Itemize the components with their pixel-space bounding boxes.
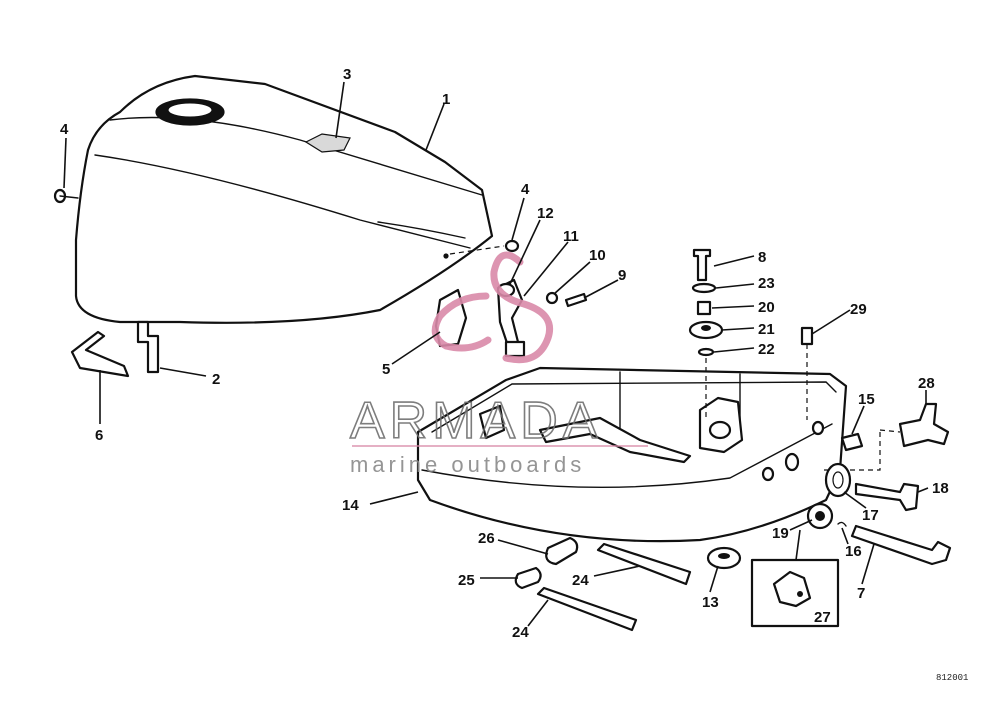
bracket-part-2 [136,320,160,374]
seal-part-17 [824,462,852,498]
lower-pan-part-14 [416,366,848,543]
callout-22: 22 [758,341,775,358]
callout-10: 10 [589,247,606,264]
callout-23: 23 [758,275,775,292]
tube-parts [514,536,692,632]
washer-part-10 [545,291,559,305]
callout-21: 21 [758,321,775,338]
rod-part-24-b [536,586,638,632]
latch-assembly [434,239,588,358]
callout-20: 20 [758,299,775,316]
watermark-logo-mark [431,251,553,364]
callout-4-left: 4 [60,121,69,138]
callout-12: 12 [537,205,554,222]
callout-19: 19 [772,525,789,542]
bushing-part-15 [840,432,864,452]
tube-part-25 [514,566,542,590]
pin-part-4-left [53,188,79,204]
callout-24-a: 24 [572,572,589,589]
callout-6: 6 [95,427,103,444]
diagram-code: 812001 [936,673,968,683]
leader-lines [63,81,929,627]
callout-7: 7 [857,585,865,602]
mount-stack [688,248,724,420]
callout-11: 11 [563,228,579,245]
latch-tab [504,340,526,358]
washer-part-23 [691,282,717,294]
callout-13: 13 [702,594,719,611]
screw-part-29 [800,326,814,420]
watermark-tagline: marine outboards [350,452,585,477]
clip-part-16 [837,521,847,527]
callout-14: 14 [342,497,359,514]
callout-1: 1 [442,91,450,108]
grommet-part-19 [806,502,834,530]
callout-16: 16 [845,543,862,560]
callout-27: 27 [814,609,831,626]
callout-25: 25 [458,572,475,589]
callout-29: 29 [850,301,867,318]
screw-part-9 [564,292,588,308]
spacer-part-20 [696,300,712,316]
callout-24-b: 24 [512,624,529,641]
shift-lever-part-7 [850,524,952,566]
armada-watermark: ARMADA marine outboards [349,251,648,477]
nut-part-22 [697,347,715,357]
callout-18: 18 [932,480,949,497]
callout-4-right: 4 [521,181,530,198]
pin-part-4-right [504,239,520,253]
tube-part-26 [545,536,579,566]
handle-part-6 [70,330,130,378]
callout-labels: 1 2 3 4 4 5 6 7 8 9 10 11 12 13 14 15 16… [60,66,949,641]
inset-detail-box [750,558,840,628]
callout-3: 3 [343,66,351,83]
callout-15: 15 [858,391,875,408]
callout-28: 28 [918,375,935,392]
callout-2: 2 [212,371,220,388]
callout-8: 8 [758,249,766,266]
watermark-brand: ARMADA [350,392,602,450]
callout-5: 5 [382,361,390,378]
engine-cover-part-1 [74,74,494,324]
choke-lever-part-18 [854,482,920,512]
rod-part-24-a [596,542,692,586]
callout-26: 26 [478,530,495,547]
callout-9: 9 [618,267,626,284]
clip-part-27 [772,570,812,608]
grommet-part-13 [706,546,742,570]
bolt-part-8 [692,248,712,282]
callout-17: 17 [862,507,879,524]
